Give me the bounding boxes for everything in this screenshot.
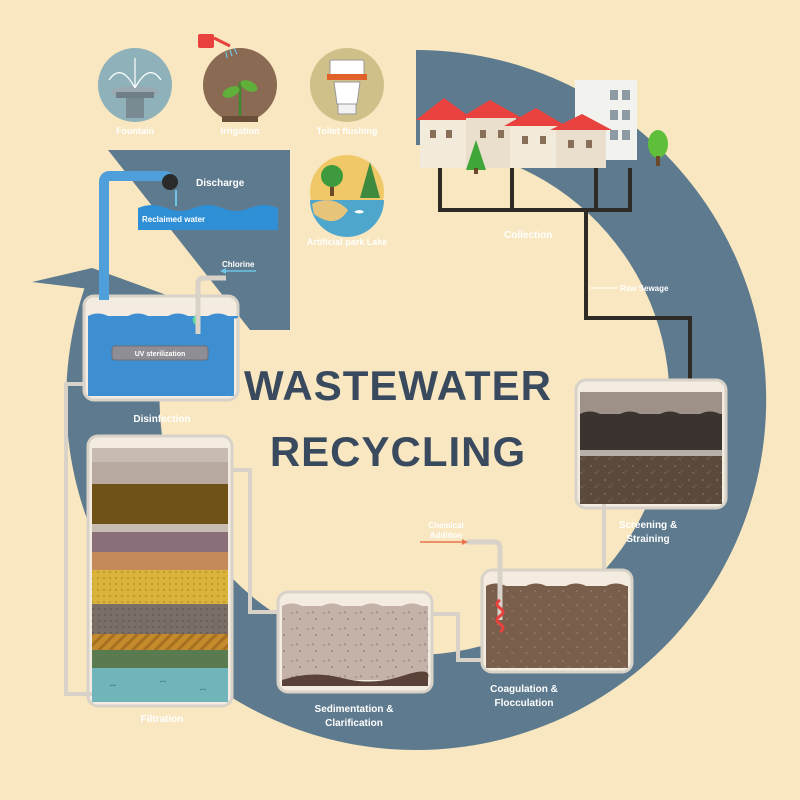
coagulation-label-2: Flocculation (495, 698, 554, 709)
reclaimed-water-label: Reclaimed water (142, 215, 205, 224)
sedimentation-label-1: Sedimentation & (315, 704, 394, 715)
chemical-label-2: Addition (430, 531, 463, 540)
toilet-use: Toilet flushing (310, 48, 384, 136)
coagulation-label-1: Coagulation & (490, 684, 558, 695)
lake-label: Artificial park Lake (307, 237, 388, 247)
discharge-label: Discharge (196, 178, 245, 189)
chlorine-inlet (195, 268, 256, 334)
screening-tank (574, 378, 728, 510)
chemical-label-1: Chemical (428, 521, 464, 530)
sedimentation-tank (276, 590, 434, 694)
raw-sewage-label: Raw Sewage (620, 284, 669, 293)
filter-to-disinfection-pipe (64, 382, 92, 696)
watering-can-icon (198, 34, 238, 59)
sewer-pipes (438, 168, 696, 447)
title-line-1: WASTEWATER (244, 362, 552, 409)
arrow-left-icon (220, 268, 226, 274)
filtration-tank (86, 434, 234, 708)
disinfection-tank: UV sterilization (82, 294, 240, 402)
main-title: WASTEWATER RECYCLING (244, 362, 552, 475)
disinfection-label: Disinfection (133, 414, 190, 425)
fountain-use: Fountain (98, 48, 172, 136)
fountain-label: Fountain (116, 126, 154, 136)
irrigation-label: Irrigation (220, 126, 259, 136)
screening-label-2: Straining (626, 534, 669, 545)
irrigation-use: Irrigation (198, 34, 277, 136)
sed-to-filter-pipe (232, 468, 278, 614)
collection-label: Collection (504, 230, 552, 241)
house-roof (416, 98, 474, 120)
arrow-right-icon (462, 539, 468, 545)
toilet-label: Toilet flushing (317, 126, 378, 136)
sedimentation-label-2: Clarification (325, 718, 383, 729)
title-line-2: RECYCLING (270, 428, 526, 475)
town-buildings (416, 80, 668, 174)
coagulation-tank (480, 568, 634, 674)
chlorine-label: Chlorine (222, 260, 255, 269)
filtration-label: Filtration (141, 714, 184, 725)
uv-sterilization-label: UV sterilization (135, 351, 186, 358)
coag-to-sed-pipe (432, 612, 482, 662)
tree-icon (466, 140, 486, 174)
tree-icon (648, 130, 668, 166)
screening-label-1: Screening & (619, 520, 677, 531)
lake-use: Artificial park Lake (307, 155, 388, 247)
chemical-addition-pipe (420, 539, 505, 634)
discharge-outlet (99, 171, 278, 300)
